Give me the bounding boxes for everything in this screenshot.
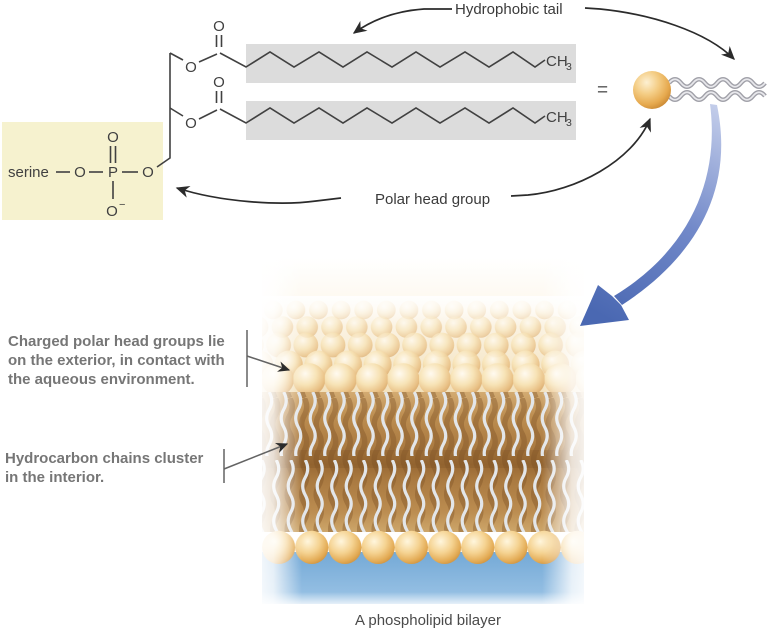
fatty-acid-chain-2: CH 3 [219, 107, 572, 129]
phospholipid-cartoon: = [597, 71, 767, 109]
bilayer-illustration [250, 256, 596, 612]
phosphorus-atom: P [108, 164, 118, 181]
polar-head-arrow-left [175, 185, 342, 204]
phosphate-double-bond-oxygen: O [107, 129, 119, 146]
chemical-structure: O O O O CH 3 CH 3 serine O [2, 18, 576, 220]
annotation-tails-line2: in the interior. [5, 469, 104, 486]
ester-oxygen-1: O [185, 59, 197, 76]
hydrophobic-tail-label: Hydrophobic tail [455, 1, 563, 18]
cartoon-head-sphere [633, 71, 671, 109]
annotation-tails-arrow [223, 442, 289, 470]
annotation-tails: Hydrocarbon chains cluster in the interi… [5, 442, 289, 486]
ester-oxygen-2: O [185, 115, 197, 132]
annotation-head-groups: Charged polar head groups lie on the ext… [8, 330, 291, 388]
tail-highlight-box-2 [246, 101, 576, 140]
blue-transition-arrow [580, 104, 722, 326]
water-bottom-fade [262, 592, 584, 608]
polar-head-group-label: Polar head group [375, 191, 490, 208]
callouts: Hydrophobic tail Polar head group [175, 1, 735, 208]
negative-charge-sign: − [119, 199, 125, 211]
methyl-label-2: CH [546, 109, 568, 126]
head-row-bottom [262, 530, 584, 564]
figure-caption: A phospholipid bilayer [355, 612, 501, 629]
annotation-head-line2: on the exterior, in contact with [8, 352, 225, 369]
cartoon-tails [667, 76, 767, 103]
methyl-subscript-2: 3 [566, 117, 572, 129]
ester-linkage-1: O O [169, 18, 225, 76]
hydrophobic-tail-arrow-right [584, 7, 735, 60]
tail-waves-upper [262, 392, 584, 456]
annotation-head-line1: Charged polar head groups lie [8, 333, 225, 350]
methyl-subscript-1: 3 [566, 61, 572, 73]
hydrophobic-tail-arrow-left [352, 8, 452, 34]
serine-oxygen: O [74, 164, 86, 181]
carbonyl-oxygen-2: O [213, 74, 225, 91]
glycerol-oxygen: O [142, 164, 154, 181]
carbonyl-oxygen-1: O [213, 18, 225, 35]
phosphate-group: serine O P O O O − [8, 129, 154, 220]
fatty-acid-chain-1: CH 3 [219, 51, 572, 73]
annotation-tails-line1: Hydrocarbon chains cluster [5, 450, 204, 467]
annotation-head-arrow [246, 355, 291, 372]
glycerol-backbone [156, 53, 171, 168]
annotation-head-line3: the aqueous environment. [8, 371, 195, 388]
ester-linkage-2: O O [169, 74, 225, 132]
head-row-front [262, 362, 584, 396]
polar-head-highlight-box [2, 122, 163, 220]
tail-highlight-box-1 [246, 44, 576, 83]
phosphate-negative-oxygen: O [106, 203, 118, 220]
equals-sign: = [597, 80, 608, 101]
methyl-label-1: CH [546, 53, 568, 70]
polar-head-arrow-right [510, 117, 651, 197]
head-haze-overlay [262, 296, 584, 326]
bilayer-left-fade [250, 256, 302, 612]
serine-label: serine [8, 164, 49, 181]
tail-waves-lower [262, 460, 584, 532]
